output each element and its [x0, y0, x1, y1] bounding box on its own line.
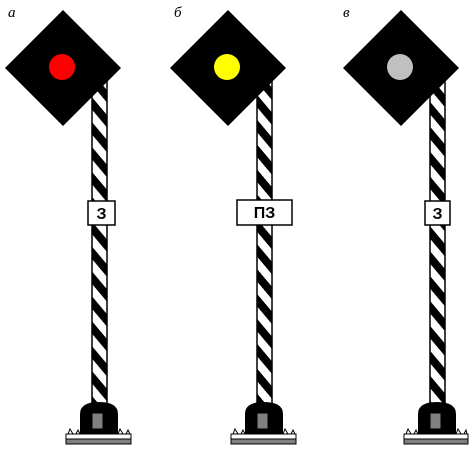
plate-c — [424, 200, 451, 226]
panel-letter-b: б — [174, 5, 182, 21]
plate-label-a: З — [96, 206, 106, 223]
mast-c — [429, 79, 446, 406]
base-b — [230, 402, 297, 445]
plate-label-c: З — [432, 206, 442, 223]
signal-c: в З — [343, 5, 469, 445]
signal-a: а З — [5, 5, 132, 445]
mast-b — [256, 79, 273, 406]
yellow-lamp — [214, 54, 240, 80]
base-a — [65, 402, 132, 445]
plate-label-b: ПЗ — [254, 205, 276, 222]
red-lamp — [49, 54, 75, 80]
plate-b — [236, 199, 293, 226]
grey-lamp — [387, 54, 413, 80]
signal-b: б ПЗ — [170, 5, 297, 445]
base-c — [403, 402, 469, 445]
mast-a — [91, 79, 108, 406]
panel-letter-c: в — [343, 5, 350, 21]
plate-a — [87, 200, 116, 226]
panel-letter-a: а — [8, 5, 16, 21]
